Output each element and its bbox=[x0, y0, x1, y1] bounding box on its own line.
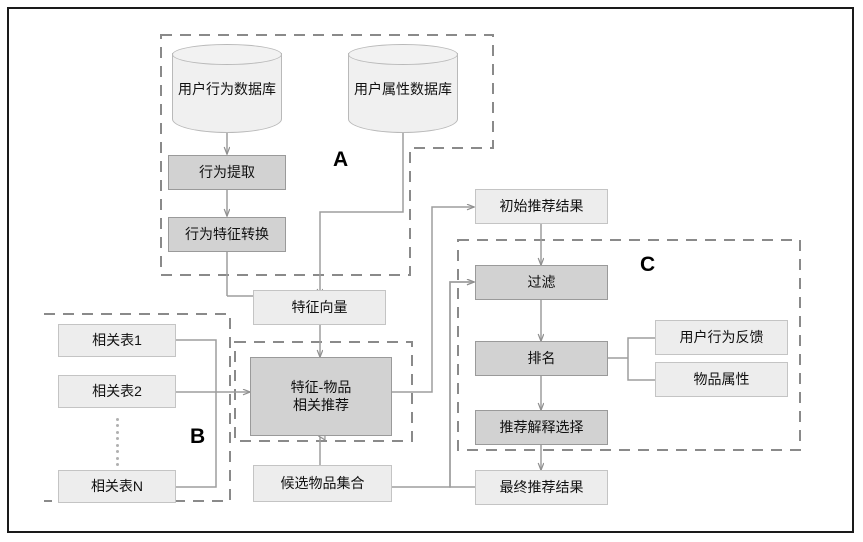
cylinder-top bbox=[348, 44, 458, 65]
node-initial-rec-result-label: 初始推荐结果 bbox=[499, 197, 584, 214]
cylinder-body bbox=[348, 53, 458, 133]
node-relation-table-1-label: 相关表1 bbox=[92, 331, 142, 348]
node-relation-table-2[interactable]: 相关表2 bbox=[58, 375, 176, 408]
node-final-rec-result-label: 最终推荐结果 bbox=[499, 478, 584, 495]
node-user-behavior-feedback-label: 用户行为反馈 bbox=[679, 328, 764, 345]
db-user-behavior: 用户行为数据库 bbox=[172, 44, 282, 133]
node-filter[interactable]: 过滤 bbox=[475, 265, 608, 300]
node-item-attribute-label: 物品属性 bbox=[693, 370, 750, 387]
node-feature-item-rec-label: 特征-物品 相关推荐 bbox=[290, 379, 352, 413]
group-b-tag: B bbox=[190, 425, 206, 448]
node-candidate-item-set-label: 候选物品集合 bbox=[280, 474, 365, 491]
node-behavior-feature-transform[interactable]: 行为特征转换 bbox=[168, 217, 286, 252]
node-item-attribute[interactable]: 物品属性 bbox=[655, 362, 788, 397]
cylinder-top bbox=[172, 44, 282, 65]
node-relation-table-n-label: 相关表N bbox=[90, 477, 144, 494]
node-rec-explain-select[interactable]: 推荐解释选择 bbox=[475, 410, 608, 445]
db-user-attribute-label: 用户属性数据库 bbox=[354, 80, 452, 97]
cylinder-body bbox=[172, 53, 282, 133]
group-a-tag: A bbox=[333, 148, 349, 171]
node-feature-item-rec[interactable]: 特征-物品 相关推荐 bbox=[250, 357, 392, 436]
node-behavior-feature-transform-label: 行为特征转换 bbox=[185, 225, 269, 242]
db-user-attribute: 用户属性数据库 bbox=[348, 44, 458, 133]
node-relation-table-2-label: 相关表2 bbox=[92, 382, 142, 399]
node-filter-label: 过滤 bbox=[527, 273, 556, 290]
db-user-behavior-label: 用户行为数据库 bbox=[178, 80, 276, 97]
node-ranking-label: 排名 bbox=[527, 349, 556, 366]
node-final-rec-result[interactable]: 最终推荐结果 bbox=[475, 470, 608, 505]
node-behavior-extraction-label: 行为提取 bbox=[199, 163, 255, 180]
node-relation-table-1[interactable]: 相关表1 bbox=[58, 324, 176, 357]
group-c-tag: C bbox=[640, 253, 656, 276]
node-feature-vector-label: 特征向量 bbox=[291, 298, 348, 315]
ellipsis-dots bbox=[115, 418, 119, 466]
node-feature-vector[interactable]: 特征向量 bbox=[253, 290, 386, 325]
node-rec-explain-select-label: 推荐解释选择 bbox=[499, 418, 584, 435]
node-candidate-item-set[interactable]: 候选物品集合 bbox=[253, 465, 392, 502]
node-ranking[interactable]: 排名 bbox=[475, 341, 608, 376]
node-behavior-extraction[interactable]: 行为提取 bbox=[168, 155, 286, 190]
node-initial-rec-result[interactable]: 初始推荐结果 bbox=[475, 189, 608, 224]
node-relation-table-n[interactable]: 相关表N bbox=[58, 470, 176, 503]
node-user-behavior-feedback[interactable]: 用户行为反馈 bbox=[655, 320, 788, 355]
